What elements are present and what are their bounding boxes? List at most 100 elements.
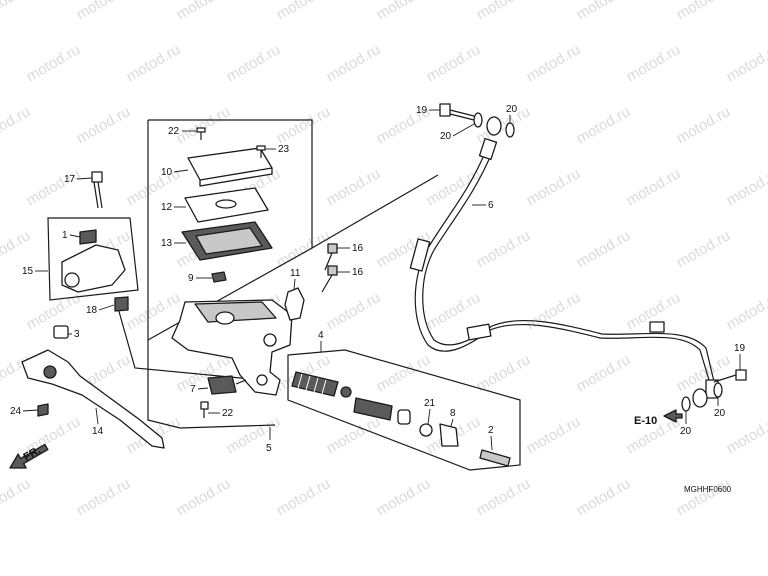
outlet-port — [263, 333, 277, 347]
bracket-nut — [114, 296, 129, 312]
long-bolt — [91, 171, 103, 209]
watermark-text: motod.ru — [674, 475, 734, 519]
callout-4: 4 — [318, 330, 324, 352]
watermark-text: motod.ru — [24, 289, 84, 333]
snap-ring — [419, 423, 433, 437]
lower-banjo-bolt — [713, 369, 747, 383]
callout-23: 22 — [208, 408, 234, 419]
watermark-text: motod.ru — [474, 227, 534, 271]
svg-text:19: 19 — [416, 105, 428, 116]
svg-text:22: 22 — [168, 126, 180, 137]
upper-banjo-bolt — [439, 103, 475, 121]
watermark-text: motod.ru — [324, 413, 384, 457]
watermark-text: motod.ru — [474, 475, 534, 519]
upper-washer-inner — [473, 112, 483, 128]
svg-text:6: 6 — [488, 200, 494, 211]
svg-text:12: 12 — [161, 202, 173, 213]
watermark-text: motod.ru — [524, 413, 584, 457]
callout-19-upper: 19 — [416, 105, 440, 116]
callout-19-lower: 19 — [734, 343, 746, 370]
callout-21: 21 — [424, 398, 436, 425]
bracket-hole — [64, 272, 80, 288]
watermark-text: motod.ru — [324, 165, 384, 209]
watermark-text: motod.ru — [124, 41, 184, 85]
collar — [53, 325, 69, 339]
watermark-text: motod.ru — [74, 103, 134, 147]
watermark-text: motod.ru — [674, 227, 734, 271]
watermark-text: motod.ru — [24, 165, 84, 209]
watermark-text: motod.ru — [174, 475, 234, 519]
lever-bracket-leader — [117, 307, 263, 381]
svg-text:16: 16 — [352, 243, 364, 254]
watermark-text: motod.ru — [724, 165, 768, 209]
callout-17: 17 — [64, 174, 93, 185]
svg-text:24: 24 — [10, 406, 22, 417]
watermark-text: motod.ru — [724, 289, 768, 333]
clutch-lever — [21, 349, 165, 449]
watermark-text: motod.ru — [574, 475, 634, 519]
watermark-text: motod.ru — [174, 0, 234, 23]
callout-14: 14 — [92, 407, 104, 437]
svg-text:15: 15 — [22, 266, 34, 277]
svg-text:7: 7 — [190, 384, 196, 395]
svg-text:20: 20 — [506, 104, 518, 115]
svg-text:20: 20 — [680, 426, 692, 437]
reference-mark: E-10 — [634, 409, 683, 427]
piston-cup — [397, 409, 411, 425]
watermark-text: motod.ru — [174, 103, 234, 147]
watermark-text: motod.ru — [524, 41, 584, 85]
svg-text:20: 20 — [714, 408, 726, 419]
svg-text:14: 14 — [92, 426, 104, 437]
callout-1: 1 — [62, 230, 81, 241]
clip — [211, 271, 227, 283]
lever-pivot — [43, 365, 57, 379]
callout-layer: 22 23 10 12 13 9 11 16 16 17 1 15 18 3 2… — [10, 104, 746, 454]
piston — [353, 397, 393, 421]
watermark-text: motod.ru — [224, 413, 284, 457]
bracket-bolt — [79, 229, 97, 245]
svg-text:1: 1 — [62, 230, 68, 241]
watermark-text: motod.ru — [474, 0, 534, 23]
diaphragm-inner — [195, 227, 263, 255]
watermark-text: motod.ru — [574, 351, 634, 395]
switch-screw — [200, 401, 209, 418]
callout-18: 18 — [86, 304, 115, 316]
callout-16-lower: 16 — [337, 267, 364, 278]
watermark-text: motod.ru — [474, 103, 534, 147]
bolt-lower — [321, 265, 338, 293]
hose-protector-lower — [466, 323, 492, 341]
watermark-text: motod.ru — [724, 413, 768, 457]
callout-9: 9 — [188, 273, 212, 284]
watermark-text: motod.ru — [674, 103, 734, 147]
callout-24: 24 — [10, 406, 39, 417]
callout-11: 11 — [290, 268, 301, 291]
svg-text:21: 21 — [424, 398, 436, 409]
svg-text:20: 20 — [440, 131, 452, 142]
watermark-text: motod.ru — [0, 227, 33, 271]
spring-seat — [340, 386, 352, 398]
svg-text:2: 2 — [488, 425, 494, 436]
bolt-upper — [324, 243, 338, 271]
master-cylinder-group-frame — [147, 119, 313, 429]
push-rod — [479, 449, 511, 467]
svg-text:E-10: E-10 — [634, 415, 657, 427]
watermark-text: motod.ru — [724, 41, 768, 85]
watermark-text: motod.ru — [674, 351, 734, 395]
callout-13: 13 — [161, 238, 186, 249]
hose-clamp — [649, 321, 665, 333]
reservoir-cap — [187, 147, 273, 187]
svg-text:13: 13 — [161, 238, 173, 249]
callout-22-left: 22 — [168, 126, 196, 137]
watermark-text: motod.ru — [24, 41, 84, 85]
watermark-text: motod.ru — [574, 103, 634, 147]
watermark-text: motod.ru — [624, 165, 684, 209]
watermark-text: motod.ru — [274, 0, 334, 23]
svg-text:17: 17 — [64, 174, 76, 185]
plate-hole — [215, 199, 237, 209]
reservoir-well — [194, 301, 277, 323]
watermark-text: motod.ru — [524, 165, 584, 209]
watermark-text: motod.ru — [574, 0, 634, 23]
watermark-text: motod.ru — [324, 289, 384, 333]
callout-20-lower-right: 20 — [714, 397, 726, 419]
